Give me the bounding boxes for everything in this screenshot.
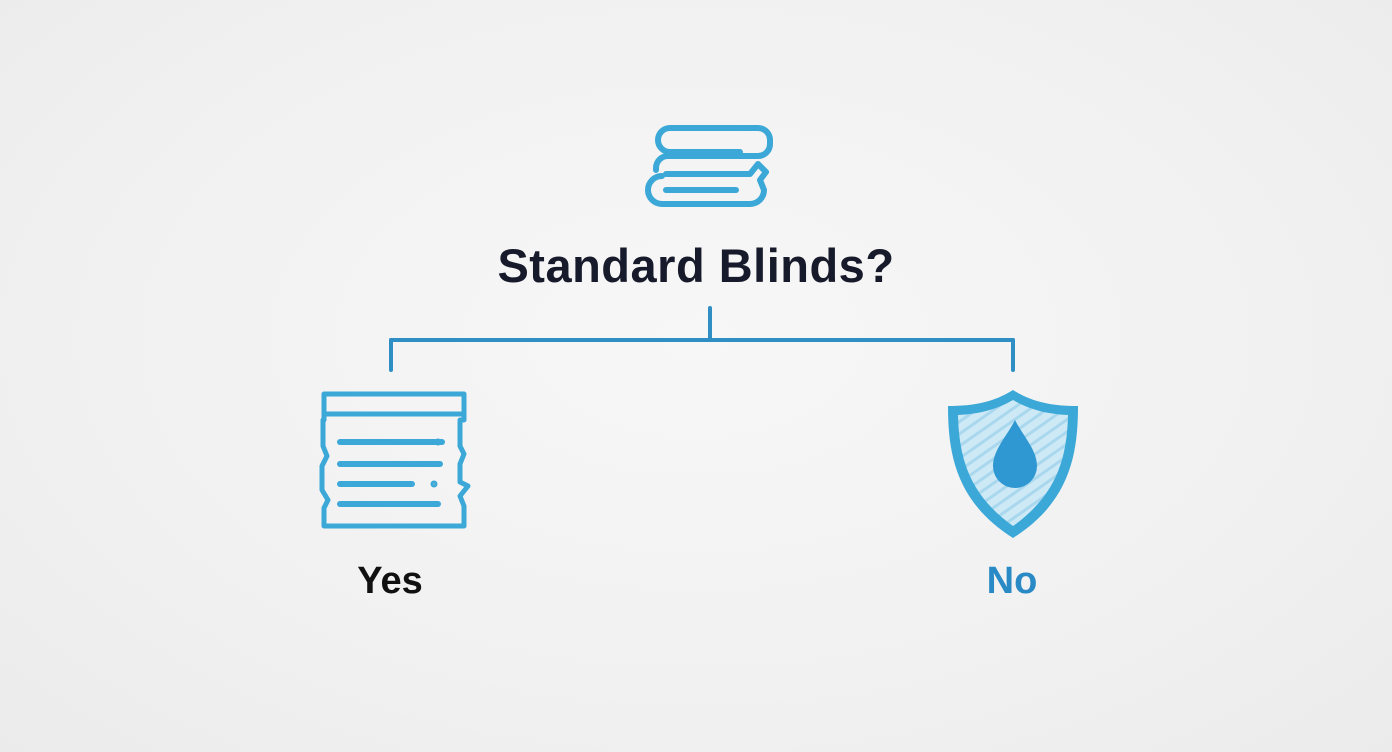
branch-connector <box>389 306 1015 372</box>
water-drop-icon <box>993 420 1037 488</box>
branch-no-label: No <box>986 560 1038 602</box>
question-title: Standard Blinds? <box>497 239 895 292</box>
water-resistant-shield-icon <box>948 390 1078 538</box>
branch-yes-label: Yes <box>357 560 423 602</box>
rolled-blind-icon <box>645 125 773 207</box>
standard-blinds-icon <box>319 391 471 529</box>
